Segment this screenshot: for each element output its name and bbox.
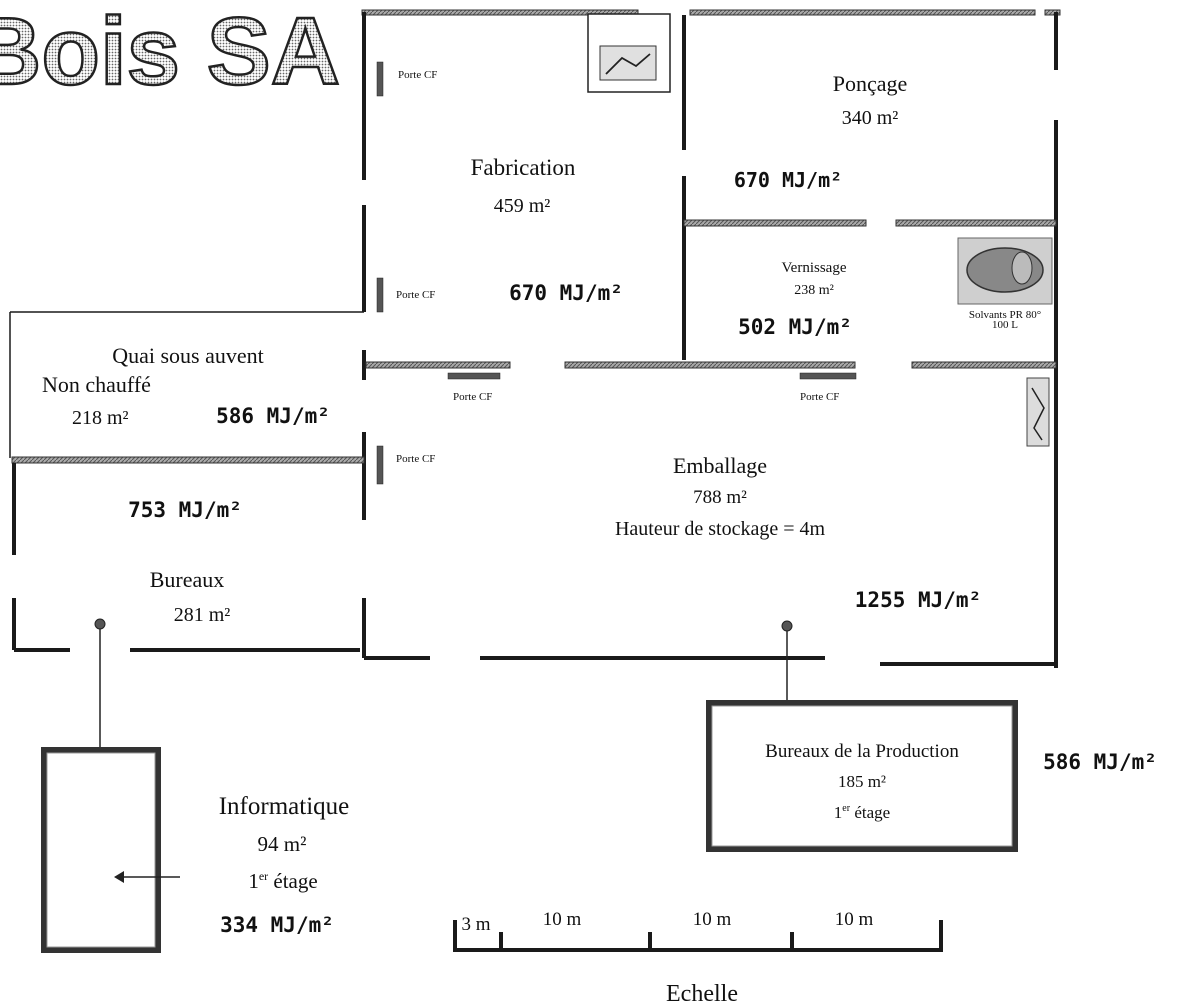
svg-text:Porte CF: Porte CF (396, 289, 435, 301)
zone-name: Quai sous auvent (112, 343, 264, 368)
zone-note: Non chauffé (42, 372, 151, 397)
zone-area: 459 m² (494, 195, 551, 217)
zone-fire-load: 753 MJ/m² (128, 498, 242, 522)
top-wall (361, 9, 1061, 16)
fire-door-1: Porte CF (376, 61, 437, 97)
scale-10m-b: 10 m (693, 909, 732, 930)
zone-name: Emballage (673, 453, 767, 478)
interior-wall-poncage-vernissage (683, 219, 1057, 227)
zone-fire-load: 502 MJ/m² (738, 315, 852, 339)
zone-name: Ponçage (833, 71, 908, 96)
zone-emballage: Emballage 788 m² Hauteur de stockage = 4… (615, 453, 981, 612)
zone-informatique: Informatique 94 m² 1er étage 334 MJ/m² (41, 747, 350, 953)
zone-name: Fabrication (471, 155, 576, 180)
zone-name: Informatique (219, 793, 350, 820)
zone-name: Bureaux (150, 567, 225, 592)
svg-text:Porte CF: Porte CF (398, 69, 437, 81)
zone-fire-load: 670 MJ/m² (509, 281, 623, 305)
fire-door-2: Porte CF (376, 277, 435, 313)
zone-area: 185 m² (838, 772, 886, 791)
company-title: Bois SA (0, 0, 340, 105)
scale-title: Echelle (666, 981, 738, 1007)
zone-fire-load: 1255 MJ/m² (855, 588, 981, 612)
east-door-icon (1026, 377, 1050, 447)
quai-outline (9, 311, 364, 458)
scale-bar: 3 m 10 m 10 m 10 m Echelle (453, 909, 943, 1007)
zone-name: Bureaux de la Production (765, 741, 959, 762)
zone-fire-load: 334 MJ/m² (220, 913, 334, 937)
zone-name: Vernissage (782, 260, 847, 276)
solvent-tank-icon (957, 237, 1053, 305)
fire-door-4: Porte CF (799, 372, 857, 403)
zone-area: 218 m² (72, 407, 129, 429)
fire-door-5: Porte CF (376, 445, 435, 485)
zone-area: 94 m² (258, 832, 307, 856)
electrical-panel-icon (587, 13, 671, 93)
zone-quai: Quai sous auvent Non chauffé 218 m² 586 … (42, 343, 330, 429)
scale-10m-a: 10 m (543, 909, 582, 930)
scale-10m-c: 10 m (835, 909, 874, 930)
zone-fire-load: 670 MJ/m² (734, 168, 842, 192)
zone-area: 788 m² (693, 487, 747, 508)
zone-fabrication: Fabrication 459 m² 670 MJ/m² (471, 155, 623, 305)
zone-fire-load: 586 MJ/m² (216, 404, 330, 428)
zone-note: Hauteur de stockage = 4m (615, 518, 826, 540)
scale-3m: 3 m (461, 914, 490, 935)
zone-bureaux-production-fire-load: 586 MJ/m² (1043, 750, 1157, 774)
zone-area: 340 m² (842, 107, 899, 129)
bureaux-outline (11, 456, 365, 652)
south-wall (364, 656, 1058, 666)
solvent-tank-label: Solvants PR 80° (969, 309, 1041, 321)
solvent-tank-volume: 100 L (992, 319, 1018, 331)
svg-text:Porte CF: Porte CF (800, 391, 839, 403)
zone-bureaux: 753 MJ/m² Bureaux 281 m² (128, 498, 242, 626)
zone-vernissage: Vernissage 238 m² 502 MJ/m² (738, 260, 852, 339)
svg-text:Porte CF: Porte CF (396, 453, 435, 465)
zone-poncage: Ponçage 340 m² 670 MJ/m² (734, 71, 907, 192)
interior-wall-middle (365, 361, 1057, 369)
zone-bureaux-production: Bureaux de la Production 185 m² 1er étag… (706, 700, 1018, 852)
zone-area: 238 m² (794, 283, 834, 298)
zone-area: 281 m² (174, 604, 231, 626)
zone-floor: 1er étage (248, 869, 317, 893)
zone-floor: 1er étage (834, 803, 890, 822)
fire-door-3: Porte CF (447, 372, 501, 403)
svg-text:Porte CF: Porte CF (453, 391, 492, 403)
